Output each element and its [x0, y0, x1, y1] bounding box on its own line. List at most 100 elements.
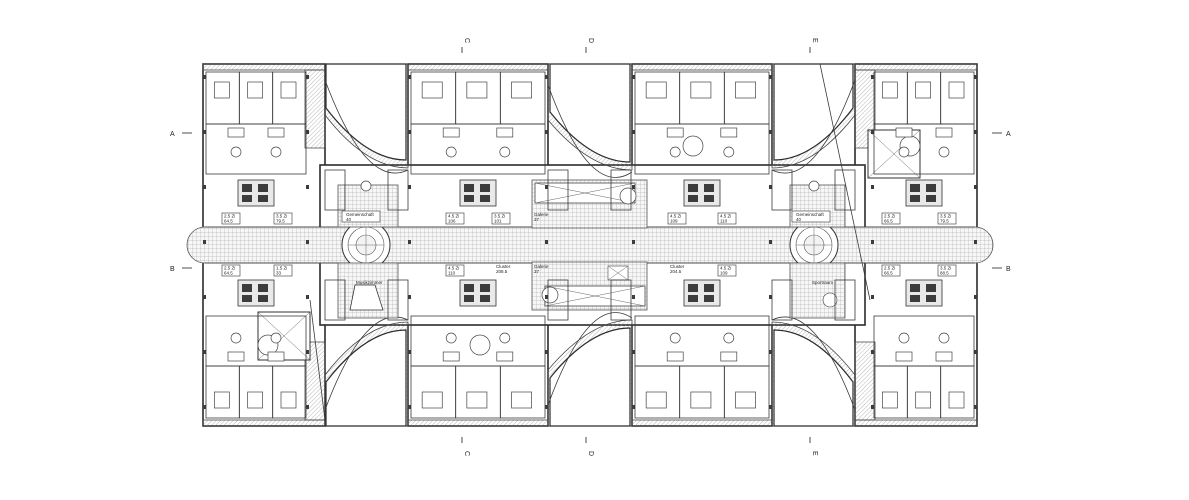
- fixture: [480, 195, 490, 202]
- bed: [735, 391, 756, 409]
- dining-table: [230, 332, 242, 344]
- axis-label-top-d: D: [587, 38, 594, 43]
- bed: [280, 81, 297, 99]
- fixture: [258, 195, 268, 202]
- label-num-37-top: 37: [534, 217, 540, 222]
- bathroom-core: [683, 179, 721, 207]
- living-room: [873, 315, 975, 367]
- unit-tag-8: 3.5 Zi: [940, 214, 951, 219]
- fixture: [688, 284, 698, 292]
- label-gemeinschaft-right: Gemeinschaft: [796, 212, 825, 217]
- sofa: [895, 351, 913, 362]
- pier: [306, 405, 309, 409]
- side-room: [387, 279, 409, 321]
- room-grid: [205, 71, 975, 419]
- sofa: [442, 351, 460, 362]
- fixture: [704, 184, 714, 192]
- bed: [690, 391, 712, 409]
- void-right-top: [867, 129, 921, 179]
- sofa: [720, 351, 738, 362]
- galerie-void-top: [531, 179, 648, 229]
- fixture: [480, 295, 490, 302]
- pier: [203, 185, 206, 189]
- pier: [632, 405, 635, 409]
- pier: [871, 185, 874, 189]
- pier: [769, 350, 772, 354]
- label-num-2085: 208.5: [496, 269, 508, 274]
- living-room: [205, 315, 307, 367]
- sofa: [895, 127, 913, 138]
- pier: [632, 75, 635, 79]
- spiral-stairs-misc: [469, 135, 704, 356]
- fixture: [926, 295, 936, 302]
- unit-area-8: 79.5: [940, 219, 949, 224]
- fixture: [464, 284, 474, 292]
- sofa: [442, 127, 460, 138]
- pier: [408, 350, 411, 354]
- side-room: [324, 279, 346, 321]
- label-num-40-left: 40: [346, 217, 352, 222]
- sofa: [666, 351, 684, 362]
- side-room: [547, 279, 569, 321]
- pier: [545, 130, 548, 134]
- fixture: [258, 284, 268, 292]
- side-room: [324, 169, 346, 211]
- axis-markers: C D E C D E A B A B: [170, 38, 1011, 456]
- pier: [408, 185, 411, 189]
- unit-tag-10: 4.5 Zi: [448, 266, 459, 271]
- fixture: [926, 284, 936, 292]
- side-room: [610, 279, 632, 321]
- sportraum-space: [789, 262, 846, 319]
- fixture: [688, 184, 698, 192]
- unit-area-12: 66.5: [884, 271, 893, 276]
- unit-area-4: 101: [494, 219, 502, 224]
- pier: [974, 350, 977, 354]
- round-stair-right: [789, 220, 839, 270]
- dining-table: [270, 146, 282, 158]
- fixture: [480, 184, 490, 192]
- bed: [247, 391, 264, 409]
- table: [808, 180, 820, 192]
- dining-table: [898, 146, 910, 158]
- bed: [690, 81, 712, 99]
- pier: [306, 240, 309, 244]
- unit-tag-11: 4.5 Zi: [720, 266, 731, 271]
- pier: [203, 295, 206, 299]
- pier: [769, 130, 772, 134]
- bed: [915, 391, 932, 409]
- label-galerie-bottom: Galerie: [534, 264, 549, 269]
- pier: [203, 240, 206, 244]
- unit-tag-7: 2.5 Zi: [884, 214, 895, 219]
- axis-label-bottom-c: C: [463, 451, 470, 456]
- living-room: [205, 123, 307, 175]
- bathroom-core: [683, 279, 721, 307]
- table: [360, 180, 372, 192]
- pier: [871, 405, 874, 409]
- unit-tag-6: 4.5 Zi: [720, 214, 731, 219]
- galerie-void-bottom: [531, 261, 648, 311]
- bed: [280, 391, 297, 409]
- fixture: [704, 195, 714, 202]
- dining-table: [669, 332, 681, 344]
- axis-label-left-b: B: [170, 266, 175, 273]
- pier: [769, 405, 772, 409]
- unit-area-1: 64.5: [224, 219, 233, 224]
- bed: [511, 391, 532, 409]
- central-corridor: [186, 226, 994, 264]
- dining-table: [445, 332, 457, 344]
- pier: [769, 185, 772, 189]
- bed: [735, 81, 756, 99]
- side-room: [547, 169, 569, 211]
- pier: [306, 75, 309, 79]
- diagonal-lines: [309, 63, 871, 421]
- bed: [915, 81, 932, 99]
- living-room: [634, 315, 770, 367]
- axis-label-top-e: E: [811, 38, 818, 43]
- pier: [545, 185, 548, 189]
- dining-table: [898, 332, 910, 344]
- bed: [881, 391, 898, 409]
- unit-tag-13: 3.5 Zi: [940, 266, 951, 271]
- fixture: [480, 284, 490, 292]
- unit-tag-12: 2.5 Zi: [884, 266, 895, 271]
- furniture: [213, 81, 965, 409]
